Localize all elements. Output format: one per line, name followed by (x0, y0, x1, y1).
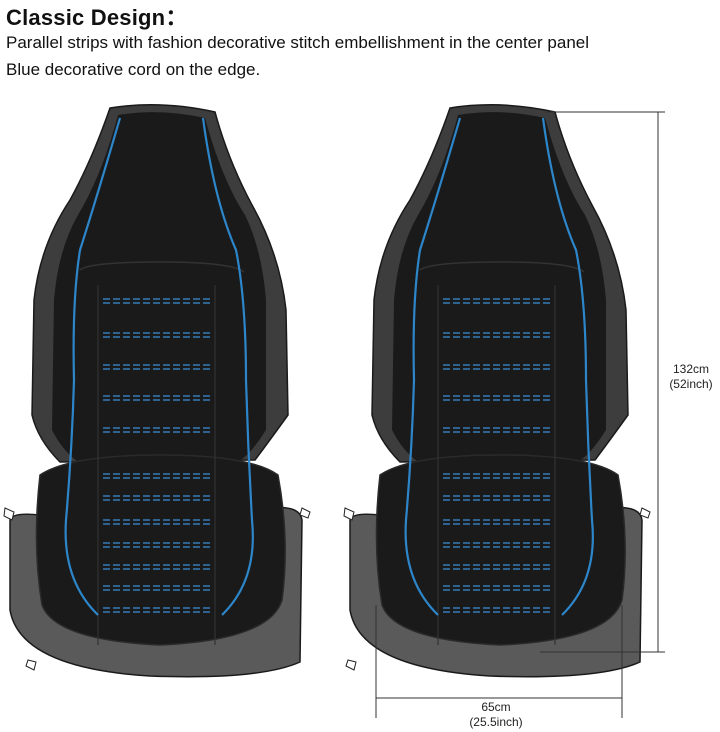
width-inch: (25.5inch) (469, 715, 523, 729)
height-cm: 132cm (672, 362, 710, 376)
stitch-strips-left (103, 298, 210, 613)
seat-cover-illustration-right (343, 104, 665, 718)
height-dimension-label: 132cm (52inch) (662, 362, 720, 392)
height-dimension-line (540, 111, 665, 653)
width-dimension-label: 65cm (25.5inch) (446, 700, 546, 730)
stitch-strips-right (443, 298, 550, 613)
page-heading: Classic Design： (6, 5, 188, 30)
width-cm: 65cm (481, 700, 511, 714)
height-inch: (52inch) (669, 377, 713, 391)
width-dimension-line (375, 605, 623, 718)
seat-cover-illustration-left (3, 104, 311, 678)
description-line-2: Blue decorative cord on the edge. (6, 60, 261, 79)
description-line-1: Parallel strips with fashion decorative … (6, 33, 590, 52)
